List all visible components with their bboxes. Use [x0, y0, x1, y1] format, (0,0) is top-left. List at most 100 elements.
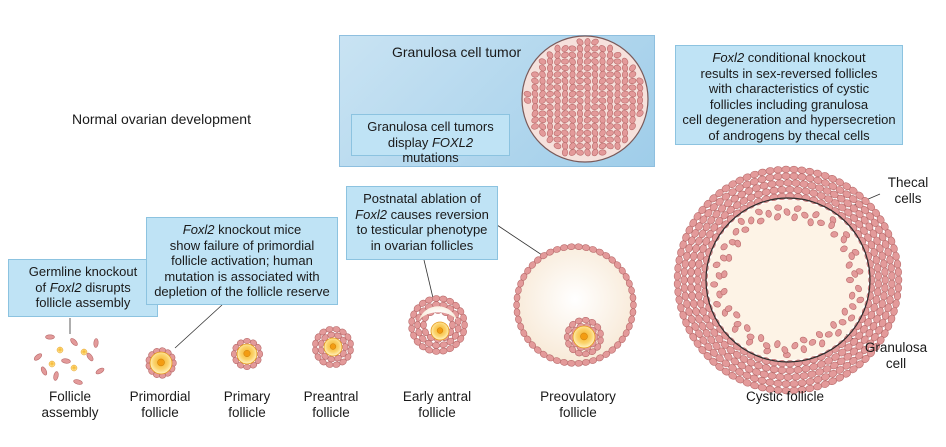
granulosa-cell: [606, 84, 614, 91]
granulosa-cell: [539, 90, 546, 98]
granulosa-cell: [432, 342, 441, 349]
granulosa-cell: [613, 51, 622, 59]
granulosa-cell: [591, 110, 599, 117]
granulosa-cell: [765, 167, 775, 175]
granulosa-cell: [584, 83, 591, 92]
granulosa-cell: [576, 71, 584, 78]
granulosa-cell: [569, 116, 576, 124]
granulosa-cell: [874, 271, 882, 281]
granulosa-cell: [230, 350, 237, 358]
granulosa-cell: [581, 316, 590, 324]
granulosa-cell: [420, 320, 427, 330]
postnatal-ablation-callout: Postnatal ablation of Foxl2 causes rever…: [346, 186, 498, 260]
granulosa-cell: [583, 136, 592, 143]
granulosa-cell: [636, 103, 644, 111]
granulosa-cell: [538, 123, 547, 130]
granulosa-cell: [531, 77, 539, 85]
granulosa-cell: [546, 77, 554, 85]
granulosa-cell: [800, 345, 807, 354]
granulosa-cell: [799, 180, 809, 188]
granulosa-cell: [893, 291, 902, 301]
granulosa-cell: [789, 172, 799, 180]
granulosa-cell: [347, 339, 354, 348]
granulosa-cell: [629, 122, 636, 131]
granulosa-cell: [538, 103, 547, 111]
oocyte-nucleus: [580, 332, 588, 341]
granulosa-cell: [737, 217, 745, 225]
granulosa-cell: [531, 123, 539, 130]
granulosa-cell: [819, 339, 826, 348]
granulosa-cell: [775, 373, 785, 381]
granulosa-cell: [773, 379, 783, 388]
granulosa-cell: [546, 122, 554, 131]
granulosa-cell: [591, 97, 599, 104]
granulosa-cell: [851, 270, 859, 278]
oocyte: [48, 360, 56, 368]
granulosa-cell: [636, 77, 644, 85]
granulosa-cell: [576, 77, 584, 85]
granulosa-cell: [576, 38, 584, 46]
granulosa-cell: [848, 252, 855, 260]
granulosa-cell: [561, 123, 569, 130]
leader-line: [496, 224, 546, 258]
granulosa-cell: [538, 97, 547, 104]
granulosa-cell: [432, 295, 441, 302]
granulosa-cell: [539, 129, 546, 137]
granulosa-cell: [553, 84, 562, 91]
granulosa-cell: [513, 308, 521, 317]
granulosa-cell: [569, 142, 576, 150]
granulosa-cell: [61, 358, 71, 364]
granulosa-cell: [327, 331, 336, 339]
granulosa-cell: [874, 287, 882, 297]
granulosa-cell: [584, 103, 591, 111]
granulosa-cell: [73, 379, 83, 385]
granulosa-cell: [887, 287, 895, 297]
granulosa-cell: [755, 208, 763, 216]
granulosa-cell: [621, 90, 629, 98]
granulosa-cell: [568, 103, 577, 111]
granulosa-cell: [553, 123, 562, 130]
granulosa-cell: [568, 110, 577, 117]
stage-label-cystic: Cystic follicle: [745, 389, 824, 404]
granulosa-cell: [694, 267, 702, 277]
granulosa-cell: [523, 90, 532, 98]
granulosa-cell: [40, 366, 48, 376]
granulosa-cell: [628, 71, 637, 78]
granulosa-cell: [95, 367, 105, 375]
granulosa-cell: [713, 300, 721, 308]
granulosa-cell: [576, 64, 584, 72]
oocyte: [80, 348, 88, 356]
granulosa-cell: [414, 320, 421, 330]
granulosa-cell: [894, 267, 902, 277]
granulosa-cell: [710, 281, 719, 288]
granulosa-cell: [824, 331, 833, 338]
granulosa-cell: [561, 110, 569, 117]
granulosa-cell: [342, 343, 349, 351]
granulosa-cell: [621, 77, 629, 85]
granulosa-cell: [597, 329, 604, 338]
granulosa-cell: [748, 216, 755, 225]
granulosa-cell: [576, 90, 584, 98]
granulosa-cell: [613, 123, 622, 130]
granulosa-cell: [815, 331, 824, 339]
granulosa-cell: [554, 57, 561, 66]
granulosa-cell: [613, 110, 622, 117]
granulosa-cell: [785, 366, 795, 375]
granulosa-cell: [887, 263, 895, 273]
granulosa-cell: [569, 70, 576, 79]
granulosa-cell: [531, 109, 539, 118]
granulosa-cell: [561, 51, 569, 59]
granulosa-cell: [598, 103, 607, 111]
granulosa-cell: [840, 245, 848, 253]
granulosa-cell: [583, 123, 592, 130]
granulosa-cell: [53, 371, 59, 381]
granulosa-cell: [840, 235, 847, 244]
granulosa-cell: [694, 283, 702, 293]
granulosa-cell: [432, 348, 441, 355]
granulosa-cell: [243, 337, 251, 344]
granulosa-cell: [893, 259, 902, 269]
granulosa-cell: [554, 90, 561, 98]
granulosa-cell: [546, 135, 554, 144]
antrum: [708, 200, 868, 360]
